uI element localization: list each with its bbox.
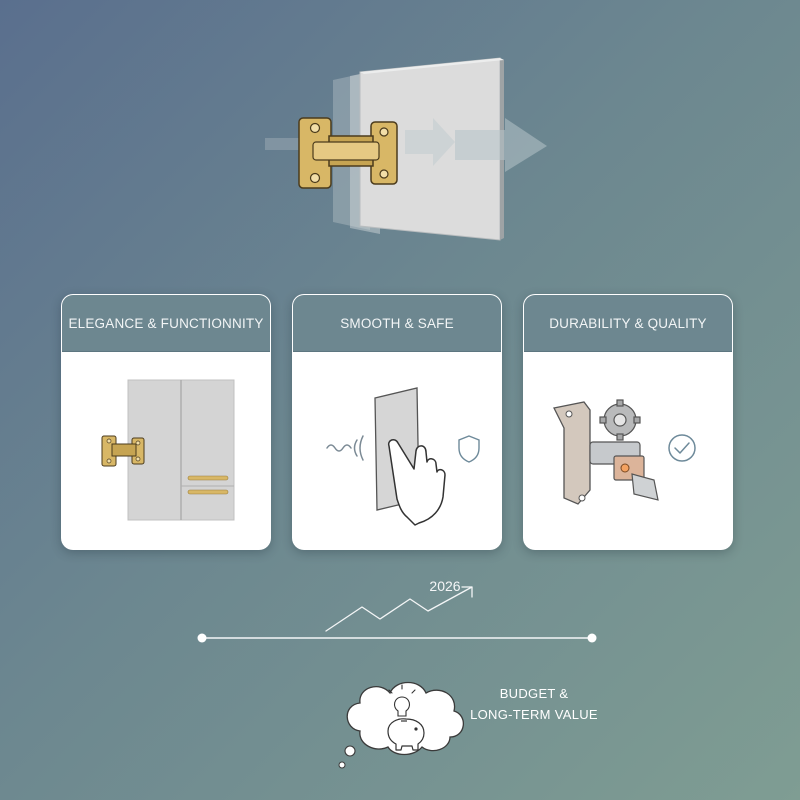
- card-title: DURABILITY & QUALITY: [524, 295, 732, 352]
- trend-arrow-icon: [325, 586, 473, 632]
- thought-bubble: [338, 681, 464, 769]
- hand-icon: [387, 438, 446, 526]
- feature-card-elegance: ELEGANCE & FUNCTIONNITY: [61, 294, 271, 550]
- card-illustration: [293, 352, 501, 549]
- budget-label-line1: BUDGET &: [499, 686, 569, 701]
- hand-touch-icon: [326, 387, 480, 526]
- checkmark-icon: [668, 434, 696, 462]
- feature-card-durability: DURABILITY & QUALITY: [523, 294, 733, 550]
- timeline-year: 2026: [429, 578, 461, 594]
- card-title: ELEGANCE & FUNCTIONNITY: [62, 295, 270, 352]
- sound-wave-icon: [326, 435, 364, 461]
- budget-label-line2: LONG-TERM VALUE: [470, 707, 598, 722]
- feature-card-smooth-safe: SMOOTH & SAFE: [292, 294, 502, 550]
- piggy-bank-icon: [387, 718, 425, 751]
- card-illustration: [524, 352, 732, 549]
- timeline-start-dot: [197, 633, 207, 643]
- timeline-end-dot: [587, 633, 597, 643]
- hinge-icon: [298, 117, 398, 189]
- cabinet-icon: [101, 379, 235, 521]
- shield-icon: [458, 435, 480, 463]
- card-title: SMOOTH & SAFE: [293, 295, 501, 352]
- timeline: [197, 586, 597, 643]
- motion-arrow-icon: [405, 118, 547, 172]
- mechanism-icon: [553, 399, 696, 505]
- hero-hinge-door-illustration: [265, 57, 547, 241]
- budget-label: BUDGET & LONG-TERM VALUE: [468, 683, 600, 725]
- card-illustration: [62, 352, 270, 549]
- small-hinge-icon: [101, 435, 145, 467]
- gear-icon: [599, 399, 641, 441]
